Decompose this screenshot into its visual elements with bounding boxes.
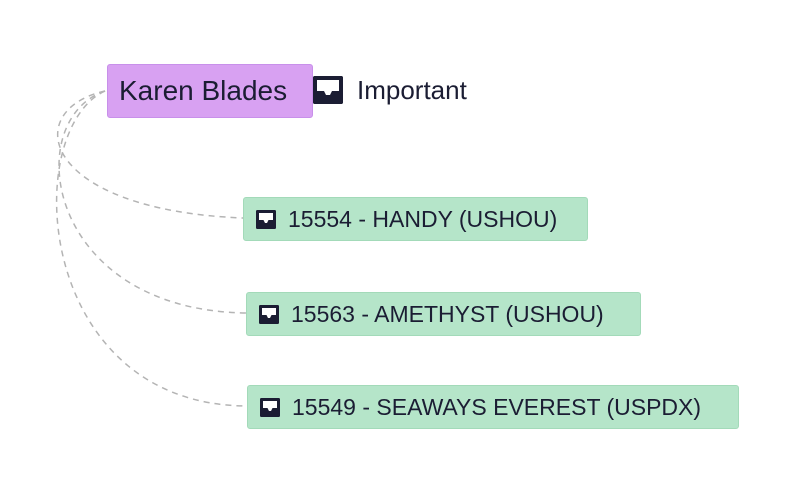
child-node[interactable]: 15563 - AMETHYST (USHOU): [246, 292, 641, 336]
root-node-label: Karen Blades: [119, 75, 288, 106]
tag-label: Important: [357, 74, 467, 105]
inbox-icon: [313, 76, 343, 104]
child-node-label: 15554 - HANDY (USHOU): [288, 205, 558, 232]
connector-line: [58, 90, 247, 314]
child-node[interactable]: 15554 - HANDY (USHOU): [243, 197, 588, 241]
inbox-icon: [256, 209, 276, 229]
inbox-icon: [259, 304, 279, 324]
connector-line: [55, 90, 248, 407]
child-node[interactable]: 15549 - SEAWAYS EVEREST (USPDX): [247, 385, 739, 429]
root-node[interactable]: Karen Blades: [107, 64, 313, 118]
child-node-label: 15563 - AMETHYST (USHOU): [291, 300, 604, 327]
tag-important[interactable]: Important: [313, 70, 467, 110]
inbox-icon: [260, 397, 280, 417]
child-node-label: 15549 - SEAWAYS EVEREST (USPDX): [292, 393, 702, 420]
